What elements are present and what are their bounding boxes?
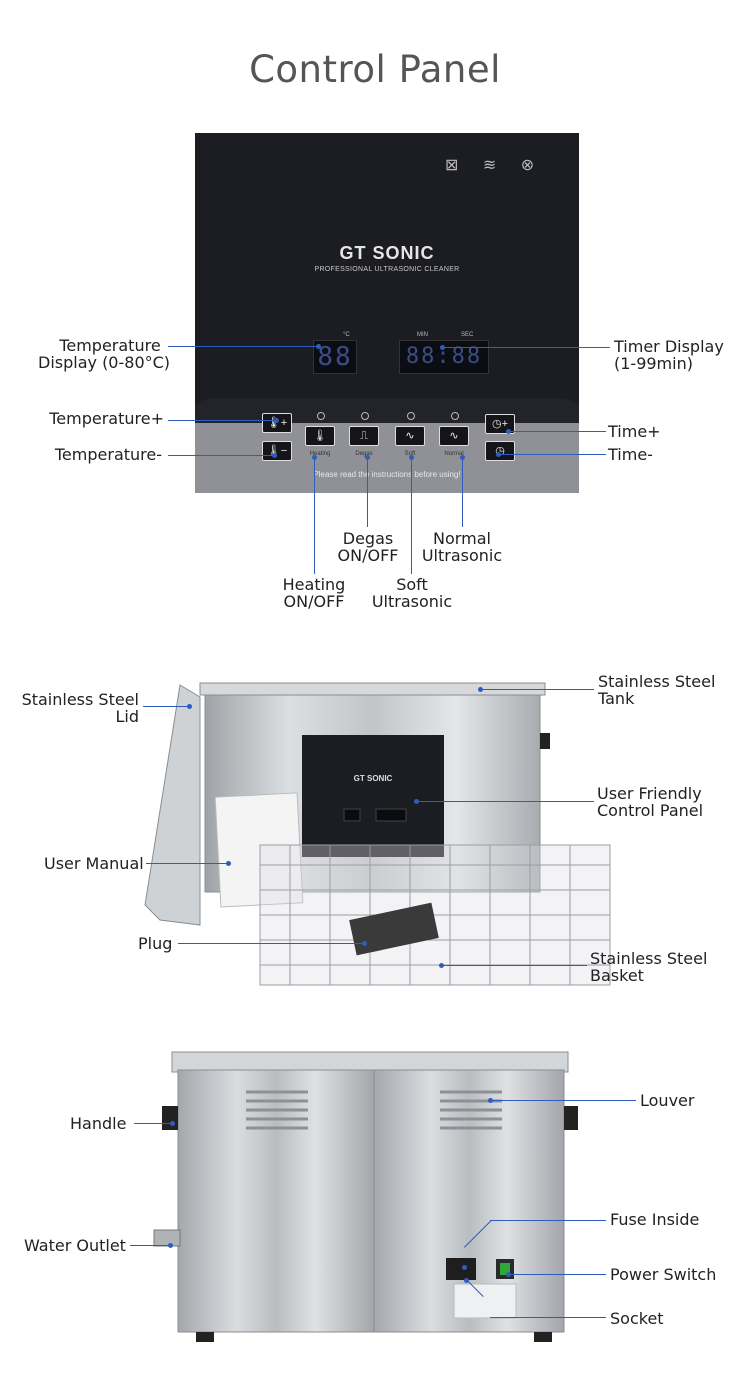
soft-button[interactable]: ∿ (395, 426, 425, 446)
temp-minus-label: Temperature- (54, 445, 162, 464)
heating-callout-1: Heating (282, 575, 346, 594)
front-temp-display (343, 808, 361, 822)
louver-label: Louver (640, 1091, 695, 1110)
temperature-minus-button[interactable]: 🌡− (262, 441, 292, 461)
normal-callout-1: Normal (433, 529, 491, 548)
clock-minus-icon: ◷ (495, 445, 505, 457)
time-minus-button[interactable]: ◷ (485, 441, 515, 461)
degas-callout-2: ON/OFF (337, 546, 399, 565)
side-handle (540, 733, 550, 749)
soft-led (407, 412, 415, 420)
soft-wave-icon: ∿ (405, 430, 415, 442)
heating-icon: 🌡 (313, 430, 327, 442)
heating-button[interactable]: 🌡 (305, 426, 335, 446)
time-plus-label: Time+ (608, 422, 661, 441)
front-view-illustration: GT SONIC (144, 682, 611, 986)
degas-callout-1: Degas (342, 529, 394, 548)
control-label-2: Control Panel (597, 801, 704, 820)
back-handle-left (162, 1106, 178, 1130)
socket-label: Socket (610, 1309, 664, 1328)
back-handle-right (564, 1106, 578, 1130)
lid (144, 684, 201, 926)
power-switch-label: Power Switch (610, 1265, 717, 1284)
plug (349, 902, 439, 956)
fuse-label: Fuse Inside (610, 1210, 700, 1229)
water-outlet-valve (153, 1229, 181, 1247)
front-panel-brand: GT SONIC (354, 774, 393, 783)
manual-label: User Manual (44, 854, 144, 873)
lid-label-2: Lid (115, 707, 139, 726)
soft-label: Soft (404, 451, 416, 457)
basket-label-2: Basket (590, 966, 644, 985)
foot-right (534, 1332, 552, 1342)
degas-pulse-icon: ⎍ (360, 430, 368, 442)
tank-label-1: Stainless Steel (598, 672, 716, 691)
heating-led (317, 412, 325, 420)
temp-plus-label: Temperature+ (49, 409, 164, 428)
basket-label-1: Stainless Steel (590, 949, 708, 968)
back-body-right (373, 1069, 565, 1333)
heating-callout-2: ON/OFF (283, 592, 345, 611)
soft-callout-1: Soft (396, 575, 428, 594)
temp-display-label-1: Temperature (59, 336, 161, 355)
degas-label: Degas (355, 451, 373, 457)
temp-unit-label: °C (343, 332, 350, 338)
thermometer-minus-icon: 🌡− (266, 445, 288, 457)
page-title: Control Panel (249, 48, 501, 91)
brand-subtitle: PROFESSIONAL ULTRASONIC CLEANER (314, 266, 460, 273)
clock-plus-icon: ◷+ (491, 418, 509, 430)
degas-led (361, 412, 369, 420)
foot-left (196, 1332, 214, 1342)
lid-label-1: Stainless Steel (21, 690, 139, 709)
control-panel: ⊠ ≋ ⊗ GT SONIC PROFESSIONAL ULTRASONIC C… (195, 133, 579, 493)
instruction-note: Please read the instructions before usin… (313, 470, 461, 479)
normal-wave-icon: ∿ (449, 430, 459, 442)
temperature-display: 88 (313, 340, 357, 374)
min-label: MIN (417, 332, 428, 338)
time-minus-label: Time- (608, 445, 653, 464)
temperature-plus-button[interactable]: 🌡+ (262, 413, 292, 433)
user-manual (214, 792, 304, 908)
louver-left (246, 1090, 308, 1130)
soft-callout-2: Ultrasonic (371, 592, 453, 611)
normal-label: Normal (444, 451, 464, 457)
heating-label: Heating (309, 451, 331, 457)
care-icons: ⊠ ≋ ⊗ (445, 157, 545, 174)
rating-label (453, 1283, 517, 1319)
degas-button[interactable]: ⎍ (349, 426, 379, 446)
normal-callout-2: Ultrasonic (421, 546, 503, 565)
plug-label: Plug (138, 934, 173, 953)
panel-strip (195, 423, 579, 493)
back-body-left (177, 1069, 375, 1333)
timer-display-label-1: Timer Display (614, 337, 724, 356)
back-rim (171, 1051, 569, 1073)
handle-label: Handle (70, 1114, 127, 1133)
normal-led (451, 412, 459, 420)
socket (446, 1258, 476, 1280)
tank-label-2: Tank (598, 689, 635, 708)
water-outlet-label: Water Outlet (24, 1236, 126, 1255)
back-view-illustration (153, 1051, 578, 1342)
temp-display-label-2: Display (0-80°C) (38, 353, 171, 372)
control-label-1: User Friendly (597, 784, 702, 803)
timer-display-label-2: (1-99min) (614, 354, 693, 373)
normal-button[interactable]: ∿ (439, 426, 469, 446)
sec-label: SEC (461, 332, 474, 338)
basket (259, 844, 611, 986)
front-time-display (375, 808, 407, 822)
front-control-panel (302, 735, 444, 857)
brand-logo: GT SONIC (339, 243, 435, 263)
